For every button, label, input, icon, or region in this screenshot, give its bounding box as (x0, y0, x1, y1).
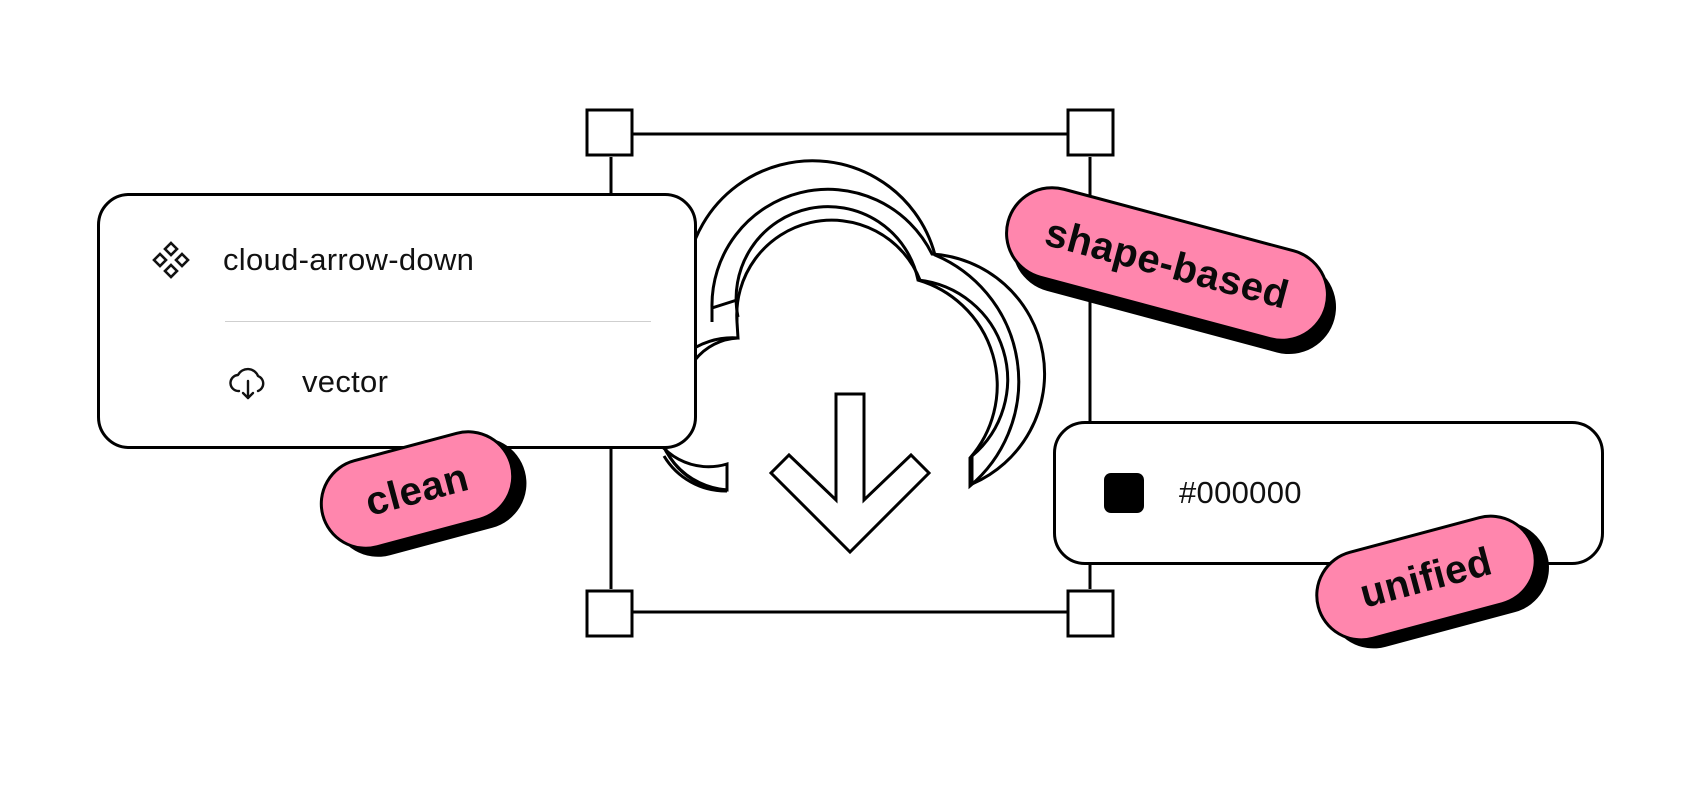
cloud-arrow-down-icon (226, 360, 270, 404)
down-arrow-icon (768, 392, 932, 555)
fill-panel: #000000 (1053, 421, 1604, 565)
cloud-outline (662, 187, 1047, 493)
fill-row[interactable]: #000000 (1104, 469, 1302, 517)
selection-handles (585, 108, 1115, 638)
component-row[interactable]: cloud-arrow-down (150, 234, 474, 286)
color-swatch[interactable] (1104, 473, 1144, 513)
vector-layer-row[interactable]: vector (226, 356, 388, 408)
tag-label: clean (360, 454, 474, 525)
component-diamonds-icon (150, 239, 192, 281)
selection-handle-bottom-left[interactable] (585, 589, 634, 638)
selection-handle-top-left[interactable] (585, 108, 634, 157)
layer-panel: cloud-arrow-down vector (97, 193, 697, 449)
color-hex-value[interactable]: #000000 (1179, 475, 1302, 510)
panel-divider (225, 321, 651, 322)
tag-label: unified (1355, 538, 1497, 617)
selection-handle-bottom-right[interactable] (1066, 589, 1115, 638)
cloud-icon (643, 159, 1021, 492)
layer-name: vector (302, 364, 389, 399)
selection-handle-top-right[interactable] (1066, 108, 1115, 157)
component-name: cloud-arrow-down (223, 242, 475, 277)
